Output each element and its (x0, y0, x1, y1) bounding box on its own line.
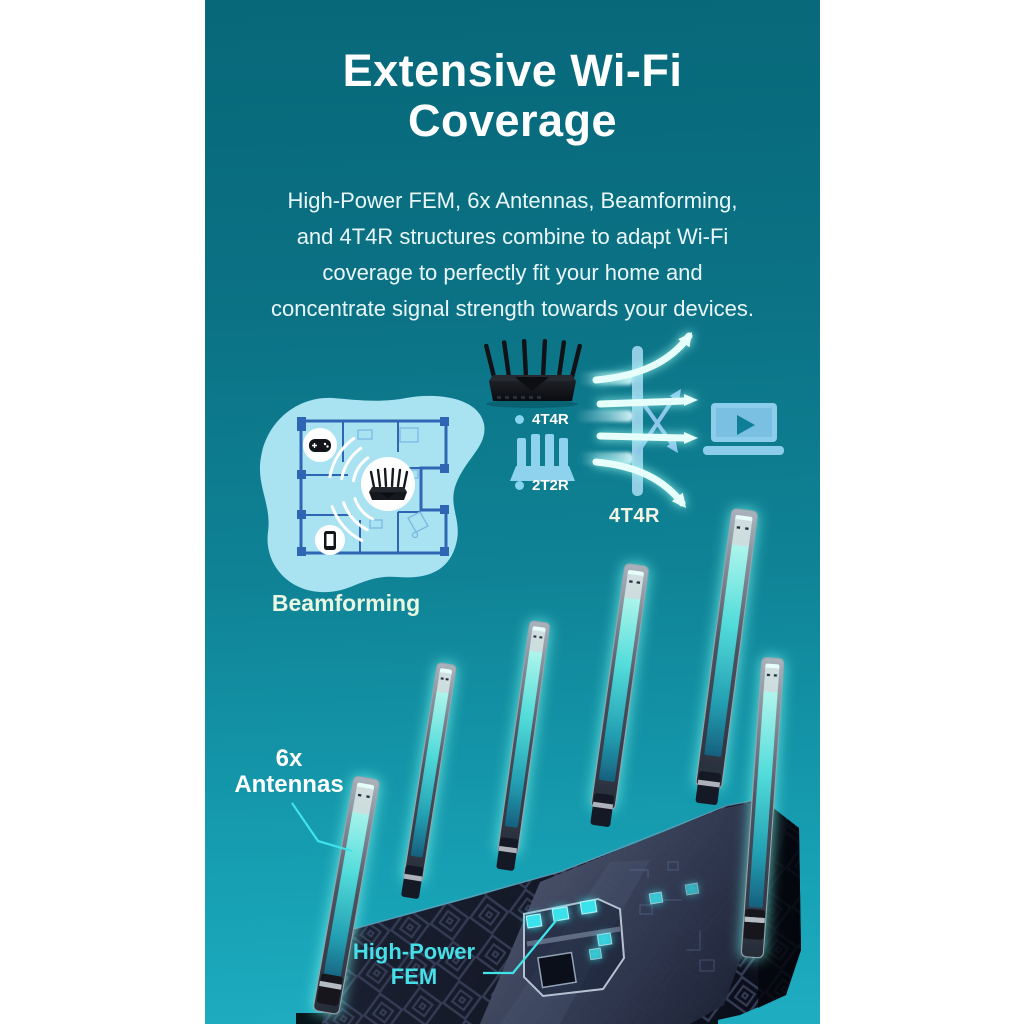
game-controller-icon (309, 439, 331, 452)
device-circle (361, 457, 415, 511)
antenna-blade (497, 620, 550, 856)
antenna-hinges (401, 771, 721, 899)
router-product-photo (484, 339, 582, 408)
body-text-line: and 4T4R structures combine to adapt Wi-… (296, 224, 729, 249)
illustration-canvas (259, 332, 801, 1024)
headline: Extensive Wi-Fi Coverage (205, 46, 820, 146)
beamforming-label: Beamforming (271, 590, 421, 616)
fem-chip (525, 882, 700, 961)
headline-line1: Extensive Wi-Fi (342, 45, 683, 96)
antenna-blade (695, 508, 758, 790)
bullet-dot-icon (515, 481, 524, 490)
headline-line2: Coverage (407, 95, 618, 146)
beam-diagram (575, 332, 784, 508)
beamforming-coverage-blob (259, 395, 485, 593)
body-text-line: High-Power FEM, 6x Antennas, Beamforming… (287, 188, 738, 213)
antennas-callout-line (291, 802, 353, 853)
body-text-line: concentrate signal strength towards your… (270, 296, 755, 321)
fem-callout-label: High-Power FEM (344, 939, 484, 989)
router-4t4r-label-row: 4T4R (515, 411, 569, 428)
2t2r-icon (510, 434, 575, 481)
beam-arrows (592, 332, 698, 508)
antennas-callout-line2: Antennas (234, 771, 344, 798)
floor-plan (297, 417, 449, 556)
fem-callout-line2: FEM (390, 964, 438, 989)
smartphone-icon (324, 531, 336, 550)
antenna-blade (403, 662, 457, 883)
antenna-blade (740, 657, 785, 959)
beam-4t4r-label: 4T4R (609, 505, 660, 527)
body-text: High-Power FEM, 6x Antennas, Beamforming… (215, 183, 810, 327)
wifi-waves-icon (328, 437, 375, 542)
router-4t4r-label: 4T4R (532, 411, 569, 428)
fem-callout-line1: High-Power (352, 939, 476, 964)
body-text-line: coverage to perfectly fit your home and (322, 260, 703, 285)
antenna-blade (313, 776, 380, 1015)
bullet-dot-icon (515, 415, 524, 424)
fem-callout-line (483, 916, 560, 975)
incoming-wave-streaks (575, 372, 634, 465)
beam-bar (632, 346, 643, 496)
circuit-panel (483, 861, 715, 998)
wifi-router-icon (369, 467, 409, 500)
antennas-callout-label: 6x Antennas (219, 746, 359, 798)
hero-router-photo (291, 508, 801, 1024)
antenna-blade (591, 563, 649, 811)
poster: Extensive Wi-Fi Coverage High-Power FEM,… (205, 0, 820, 1024)
2t2r-label: 2T2R (532, 477, 569, 494)
antennas-callout-line1: 6x (275, 745, 303, 772)
2t2r-label-row: 2T2R (515, 477, 569, 494)
laptop-video-icon (703, 403, 784, 455)
